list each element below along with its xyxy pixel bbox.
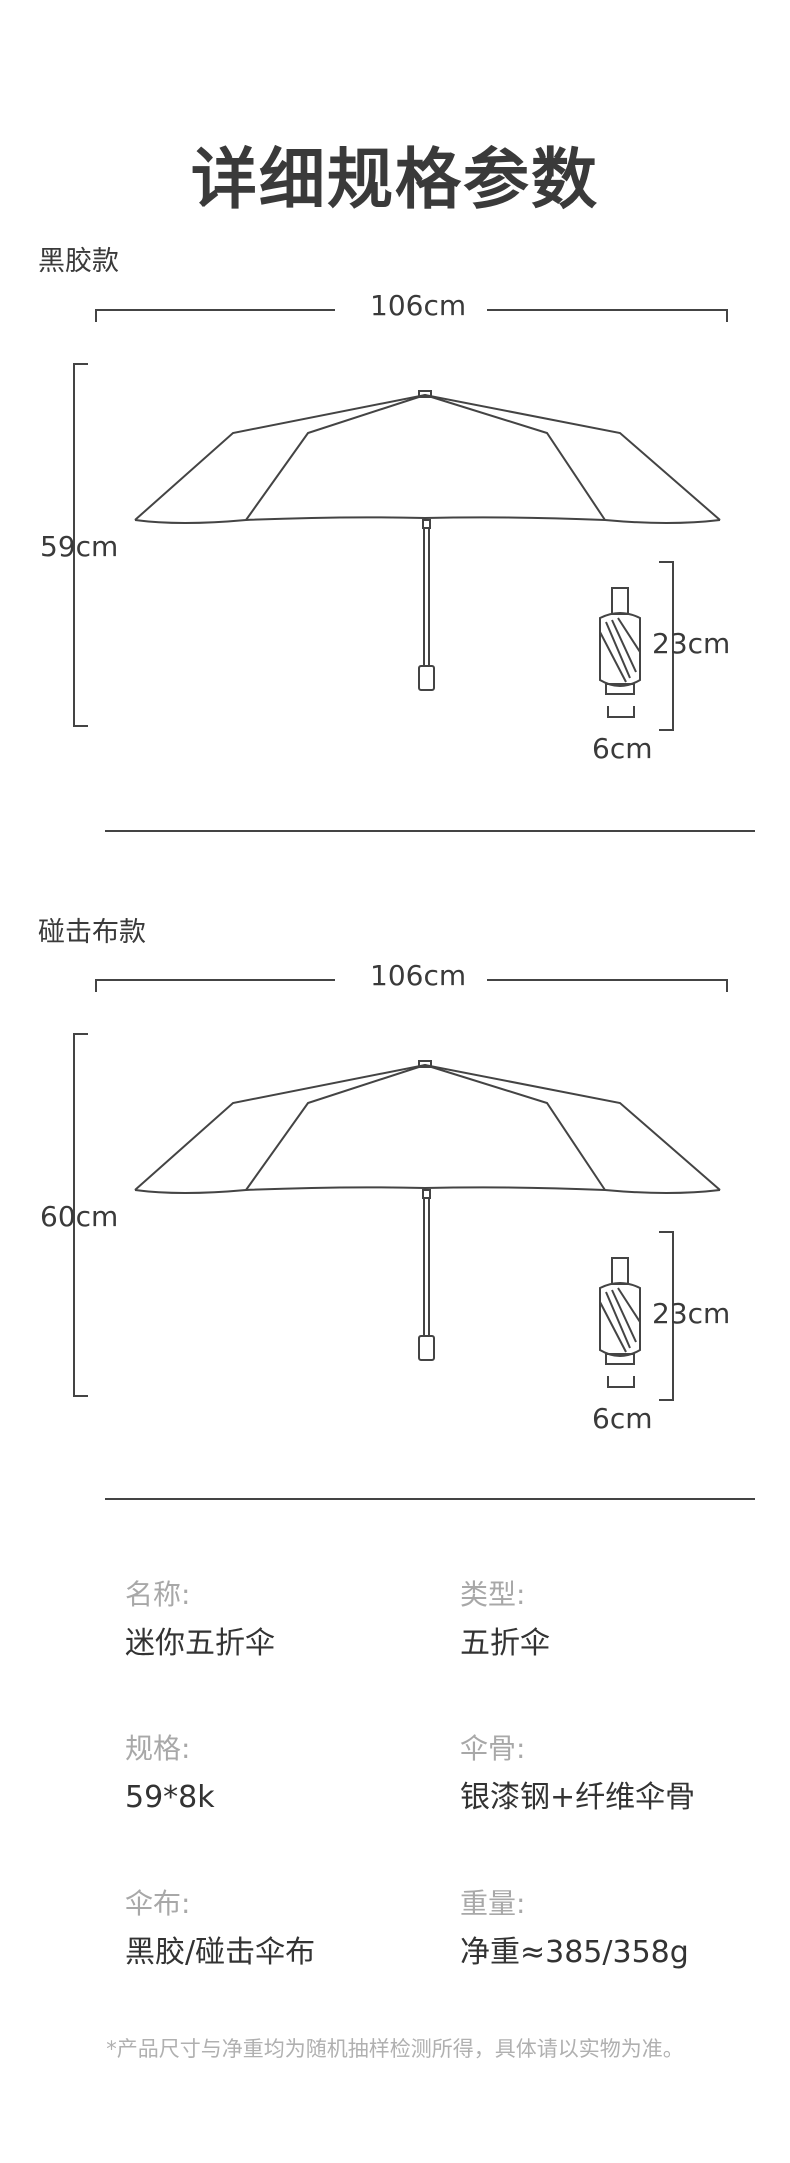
umbrella-open-icon bbox=[134, 1060, 721, 1361]
spec-value-weight: 净重≈385/358g bbox=[460, 1935, 689, 1970]
spec-value-name: 迷你五折伞 bbox=[125, 1626, 275, 1661]
width-label: 106cm bbox=[370, 959, 467, 992]
section-label-black-glue: 黑胶款 bbox=[38, 246, 119, 277]
folded-length-label: 23cm bbox=[652, 1297, 731, 1330]
spec-label-size: 规格: bbox=[125, 1732, 191, 1765]
width-bracket-right bbox=[487, 979, 728, 992]
spec-label-frame: 伞骨: bbox=[460, 1732, 526, 1765]
height-bracket bbox=[73, 363, 88, 727]
umbrella-folded-icon bbox=[599, 587, 641, 695]
height-label: 60cm bbox=[40, 1200, 119, 1233]
spec-value-canopy: 黑胶/碰击伞布 bbox=[125, 1935, 316, 1970]
folded-length-bracket bbox=[659, 561, 674, 731]
folded-width-bracket bbox=[607, 706, 635, 718]
divider bbox=[105, 830, 755, 832]
spec-value-type: 五折伞 bbox=[460, 1626, 550, 1661]
folded-length-bracket bbox=[659, 1231, 674, 1401]
page-title: 详细规格参数 bbox=[191, 141, 599, 218]
height-bracket bbox=[73, 1033, 88, 1397]
section-label-impact-cloth: 碰击布款 bbox=[38, 917, 146, 948]
height-label: 59cm bbox=[40, 530, 119, 563]
umbrella-diagram-black-glue bbox=[73, 309, 728, 731]
footnote: *产品尺寸与净重均为随机抽样检测所得，具体请以实物为准。 bbox=[106, 2037, 684, 2061]
spec-value-frame: 银漆钢+纤维伞骨 bbox=[460, 1780, 696, 1815]
spec-label-canopy: 伞布: bbox=[125, 1887, 191, 1920]
spec-label-name: 名称: bbox=[125, 1578, 191, 1611]
spec-value-size: 59*8k bbox=[125, 1780, 215, 1815]
spec-label-weight: 重量: bbox=[460, 1887, 526, 1920]
width-bracket-left bbox=[95, 309, 335, 322]
folded-width-bracket bbox=[607, 1376, 635, 1388]
folded-width-label: 6cm bbox=[592, 1402, 653, 1435]
width-bracket-left bbox=[95, 979, 335, 992]
spec-label-type: 类型: bbox=[460, 1578, 526, 1611]
width-bracket-right bbox=[487, 309, 728, 322]
umbrella-open-icon bbox=[134, 390, 721, 691]
divider bbox=[105, 1498, 755, 1500]
umbrella-folded-icon bbox=[599, 1257, 641, 1365]
width-label: 106cm bbox=[370, 289, 467, 322]
umbrella-diagram-impact-cloth bbox=[73, 979, 728, 1401]
folded-width-label: 6cm bbox=[592, 732, 653, 765]
folded-length-label: 23cm bbox=[652, 627, 731, 660]
